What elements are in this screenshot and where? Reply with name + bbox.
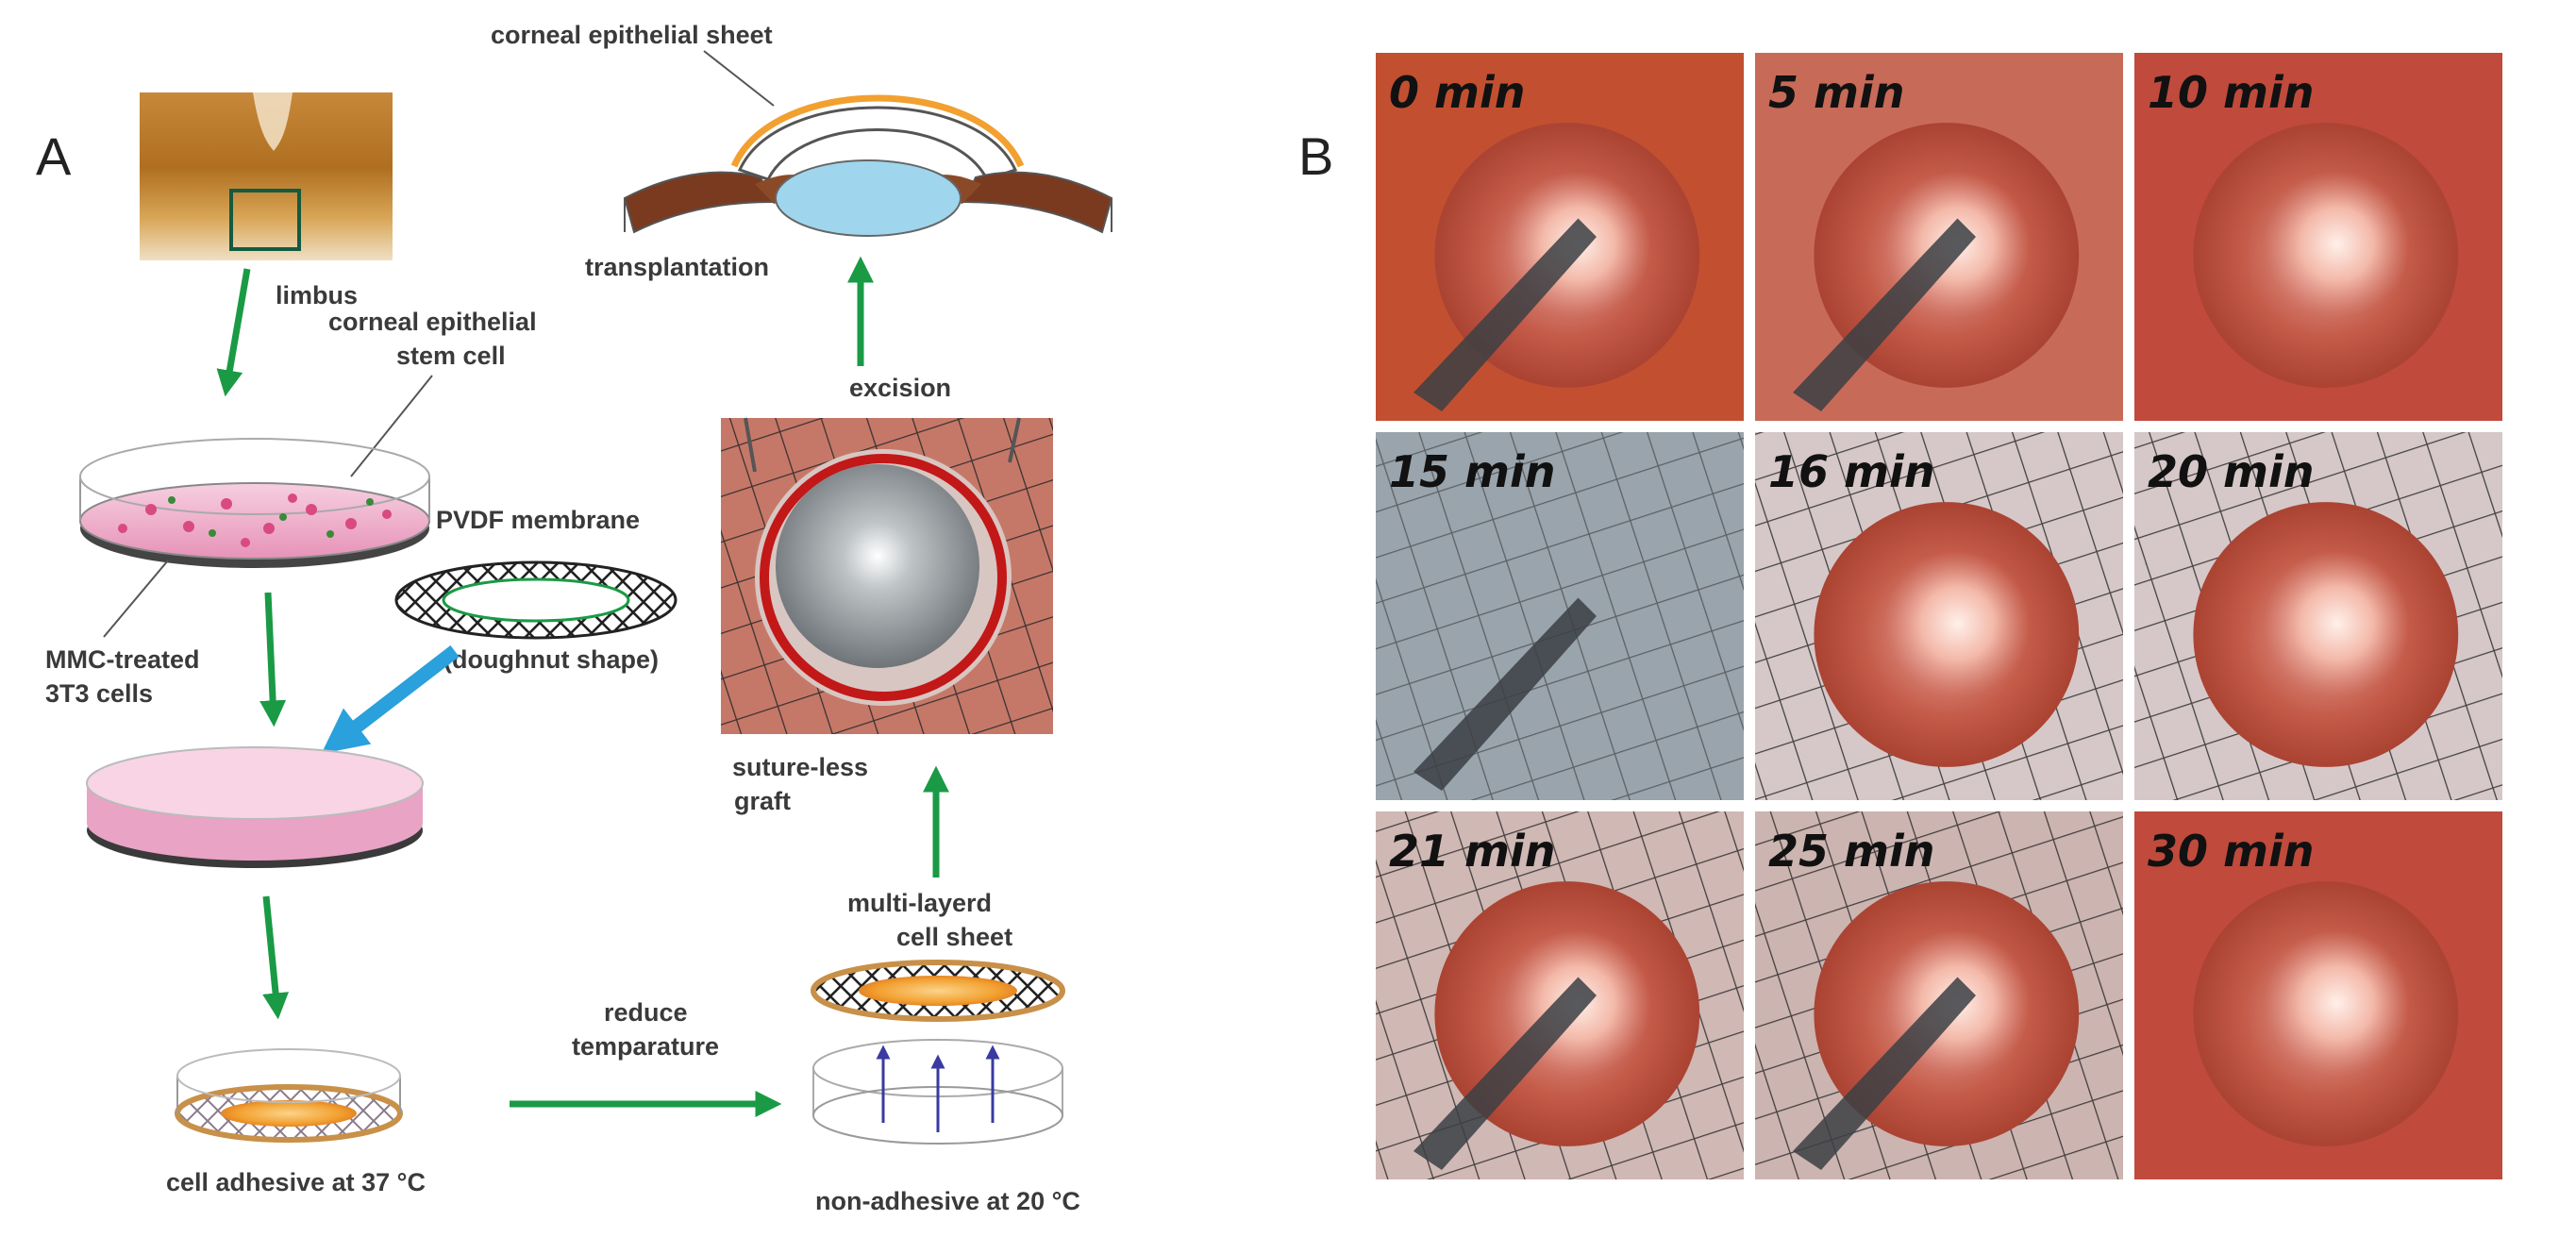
surgical-instrument: [1413, 597, 1597, 791]
frame-time-label: 16 min: [1768, 446, 1934, 497]
mmc-leader: [103, 560, 169, 638]
mmc-label-line1: MMC-treated: [45, 645, 200, 674]
time-frame: 0 min: [1376, 53, 1744, 421]
cornea-center: [2263, 549, 2411, 697]
nonadhesive-label: non-adhesive at 20 °C: [815, 1187, 1080, 1215]
frame-time-label: 15 min: [1389, 446, 1555, 497]
epithelial-sheet-leader: [703, 50, 775, 107]
panel-b-letter: B: [1298, 126, 1333, 186]
time-frame: 30 min: [2134, 811, 2502, 1179]
arrow-dish1-to-dish2: [259, 592, 287, 727]
cornea-center: [2263, 928, 2411, 1077]
pvdf-label: PVDF membrane: [436, 506, 640, 534]
stem-cell-label-line1: corneal epithelial: [328, 308, 537, 336]
frame-time-label: 21 min: [1389, 826, 1555, 877]
surgical-instrument: [1793, 977, 1976, 1170]
doughnut-label: (doughnut shape): [443, 645, 659, 674]
mesh-overlay: [1376, 432, 1744, 800]
eye-cross-section: [623, 94, 1113, 237]
frame-time-label: 30 min: [2148, 826, 2314, 877]
pvdf-membrane: [394, 560, 677, 640]
multilayer-cell-sheet: [811, 960, 1065, 1022]
cornea-center: [2263, 170, 2411, 318]
arrow-pvdf-to-dish2: [321, 645, 460, 754]
transplantation-label: transplantation: [585, 253, 769, 281]
frame-time-label: 5 min: [1768, 67, 1904, 118]
time-frame: 15 min: [1376, 432, 1744, 800]
panel-a-letter: A: [36, 126, 72, 186]
mmc-label-line2: 3T3 cells: [45, 679, 153, 708]
surgical-instrument: [1413, 977, 1597, 1170]
sutureless-label-line1: suture-less: [732, 753, 868, 781]
time-frame: 5 min: [1755, 53, 2123, 421]
time-frame: 21 min: [1376, 811, 1744, 1179]
stem-cell-label-line2: stem cell: [396, 342, 506, 370]
culture-dish-medium: [86, 746, 424, 868]
stem-cell-leader: [350, 375, 433, 477]
panel-a: A limbus corneal epithelial stem cell: [36, 21, 1113, 1215]
sutureless-graft-photo: [721, 417, 1053, 734]
limbus-label: limbus: [276, 281, 358, 309]
surgery-time-lapse-grid: 0 min 5 min 10 min 15 min 16 min 20 min 21 min…: [1376, 53, 2502, 1179]
limbus-photo: [140, 92, 393, 260]
arrow-limbus-to-dish: [216, 268, 251, 397]
surgical-instrument: [1413, 218, 1597, 411]
frame-time-label: 0 min: [1389, 67, 1525, 118]
time-frame: 25 min: [1755, 811, 2123, 1179]
reduce-label-line1: reduce: [604, 998, 688, 1027]
sutureless-label-line2: graft: [734, 787, 791, 815]
frame-time-label: 10 min: [2148, 67, 2314, 118]
cell-adhesive-label: cell adhesive at 37 °C: [166, 1168, 426, 1196]
time-frame: 10 min: [2134, 53, 2502, 421]
arrow-dish2-to-dish3: [262, 895, 290, 1020]
frame-time-label: 20 min: [2148, 446, 2314, 497]
cornea-center: [1883, 549, 2032, 697]
time-frame: 20 min: [2134, 432, 2502, 800]
culture-dish-adhesive: [175, 1048, 403, 1143]
reduce-label-line2: temparature: [572, 1032, 719, 1061]
excision-label: excision: [849, 374, 951, 402]
time-frame: 16 min: [1755, 432, 2123, 800]
culture-dish-nonadhesive: [812, 1039, 1063, 1145]
epithelial-sheet-label: corneal epithelial sheet: [491, 21, 773, 49]
surgical-instrument: [1793, 218, 1976, 411]
culture-dish-with-cells: [79, 438, 430, 568]
multilayer-label-line1: multi-layerd: [847, 889, 992, 917]
frame-time-label: 25 min: [1768, 826, 1934, 877]
panel-b: B 0 min 5 min 10 min 15 min 16 min 20 min 21 m…: [1298, 53, 2502, 1179]
multilayer-label-line2: cell sheet: [896, 923, 1012, 951]
